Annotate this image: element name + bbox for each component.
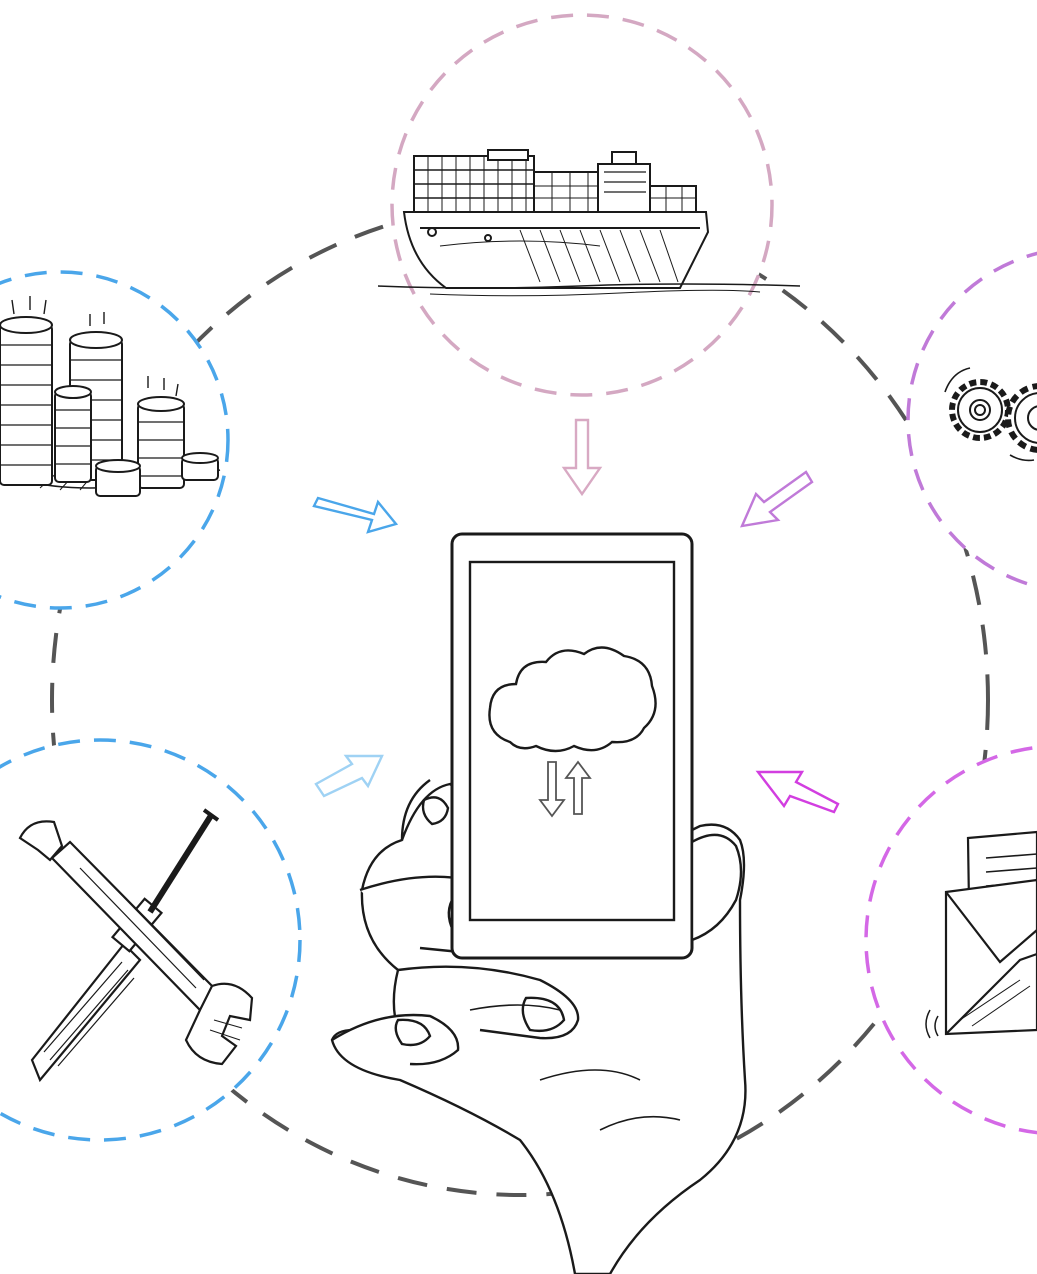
cloud-icon — [488, 646, 657, 753]
coin-stacks-icon — [0, 296, 221, 497]
hand-finger-over-phone — [690, 833, 743, 942]
cargo-ship-icon — [377, 149, 801, 297]
envelope-letter-icon — [925, 830, 1037, 1039]
coins-to-phone-arrow — [312, 496, 399, 534]
sync-arrows-icon — [538, 760, 592, 818]
gears-to-phone-arrow — [740, 470, 814, 528]
coins-circle — [0, 270, 230, 610]
mail-to-phone-arrow — [755, 770, 840, 814]
ship-circle — [390, 13, 774, 397]
gears-icon — [944, 367, 1037, 462]
ship-to-phone-arrow — [561, 418, 603, 497]
wrench-screwdriver-icon — [18, 808, 254, 1083]
smartphone — [450, 532, 694, 960]
tools-to-phone-arrow — [314, 754, 384, 798]
tools-circle — [0, 738, 302, 1142]
gears-circle — [906, 251, 1037, 589]
